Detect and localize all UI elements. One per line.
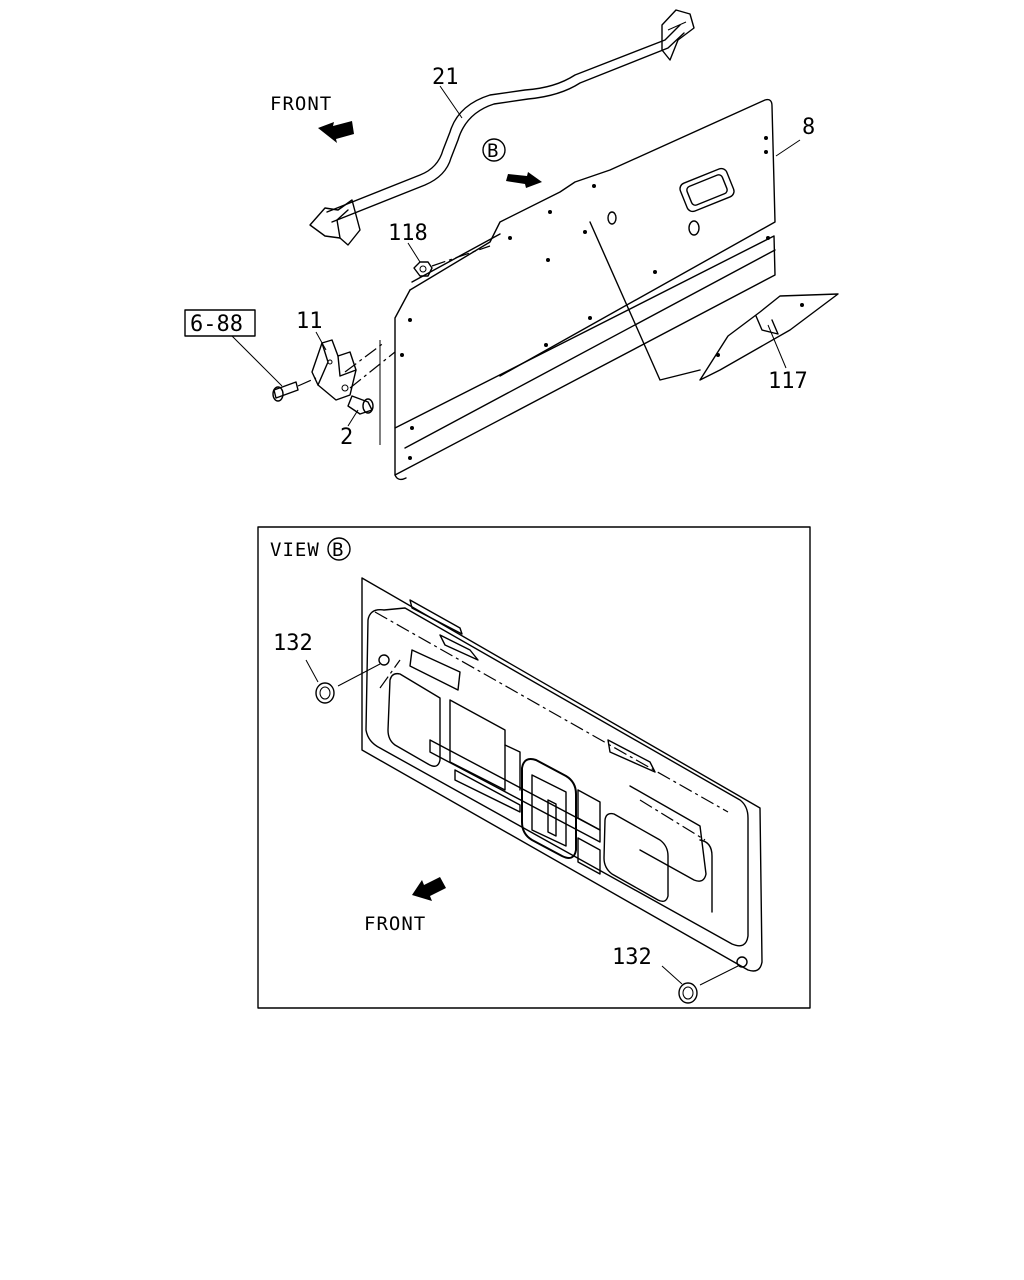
part-117-bracket xyxy=(699,293,839,381)
part-118-nut xyxy=(413,261,433,277)
callout-11: 11 xyxy=(296,309,323,334)
detail-view-b: VIEW B xyxy=(257,526,811,1009)
detail-title-ref: B xyxy=(332,539,344,561)
arrow-down-left-icon xyxy=(412,877,446,901)
part-2-bolt xyxy=(347,395,374,415)
callout-8: 8 xyxy=(802,115,815,140)
grommet-lower xyxy=(678,982,698,1004)
callout-132-upper: 132 xyxy=(273,631,313,656)
callout-21: 21 xyxy=(432,65,459,90)
callout-132-lower: 132 xyxy=(612,945,652,970)
view-b-ref: B xyxy=(487,140,499,162)
ref-box-6-88 xyxy=(184,309,256,337)
detail-title: VIEW xyxy=(270,539,320,561)
part-8-tailgate-panel xyxy=(394,98,776,481)
part-11-hinge xyxy=(311,339,357,401)
arrow-left-icon xyxy=(318,121,354,143)
callout-2: 2 xyxy=(340,425,353,450)
front-label: FRONT xyxy=(270,93,332,115)
view-b-circle xyxy=(482,138,506,162)
callout-117: 117 xyxy=(768,369,808,394)
detail-frame xyxy=(257,526,811,1009)
arrow-right-icon xyxy=(506,172,542,188)
ref-box-label: 6-88 xyxy=(190,312,243,337)
upper-exploded-view: FRONT 21 B xyxy=(184,9,839,481)
detail-title-circle xyxy=(327,537,351,561)
detail-front-label: FRONT xyxy=(364,913,426,935)
inner-panel-view xyxy=(361,577,763,972)
grommet-upper xyxy=(315,682,335,704)
callout-118: 118 xyxy=(388,221,428,246)
part-21-rod xyxy=(309,9,695,246)
bolt-icon xyxy=(272,381,299,402)
